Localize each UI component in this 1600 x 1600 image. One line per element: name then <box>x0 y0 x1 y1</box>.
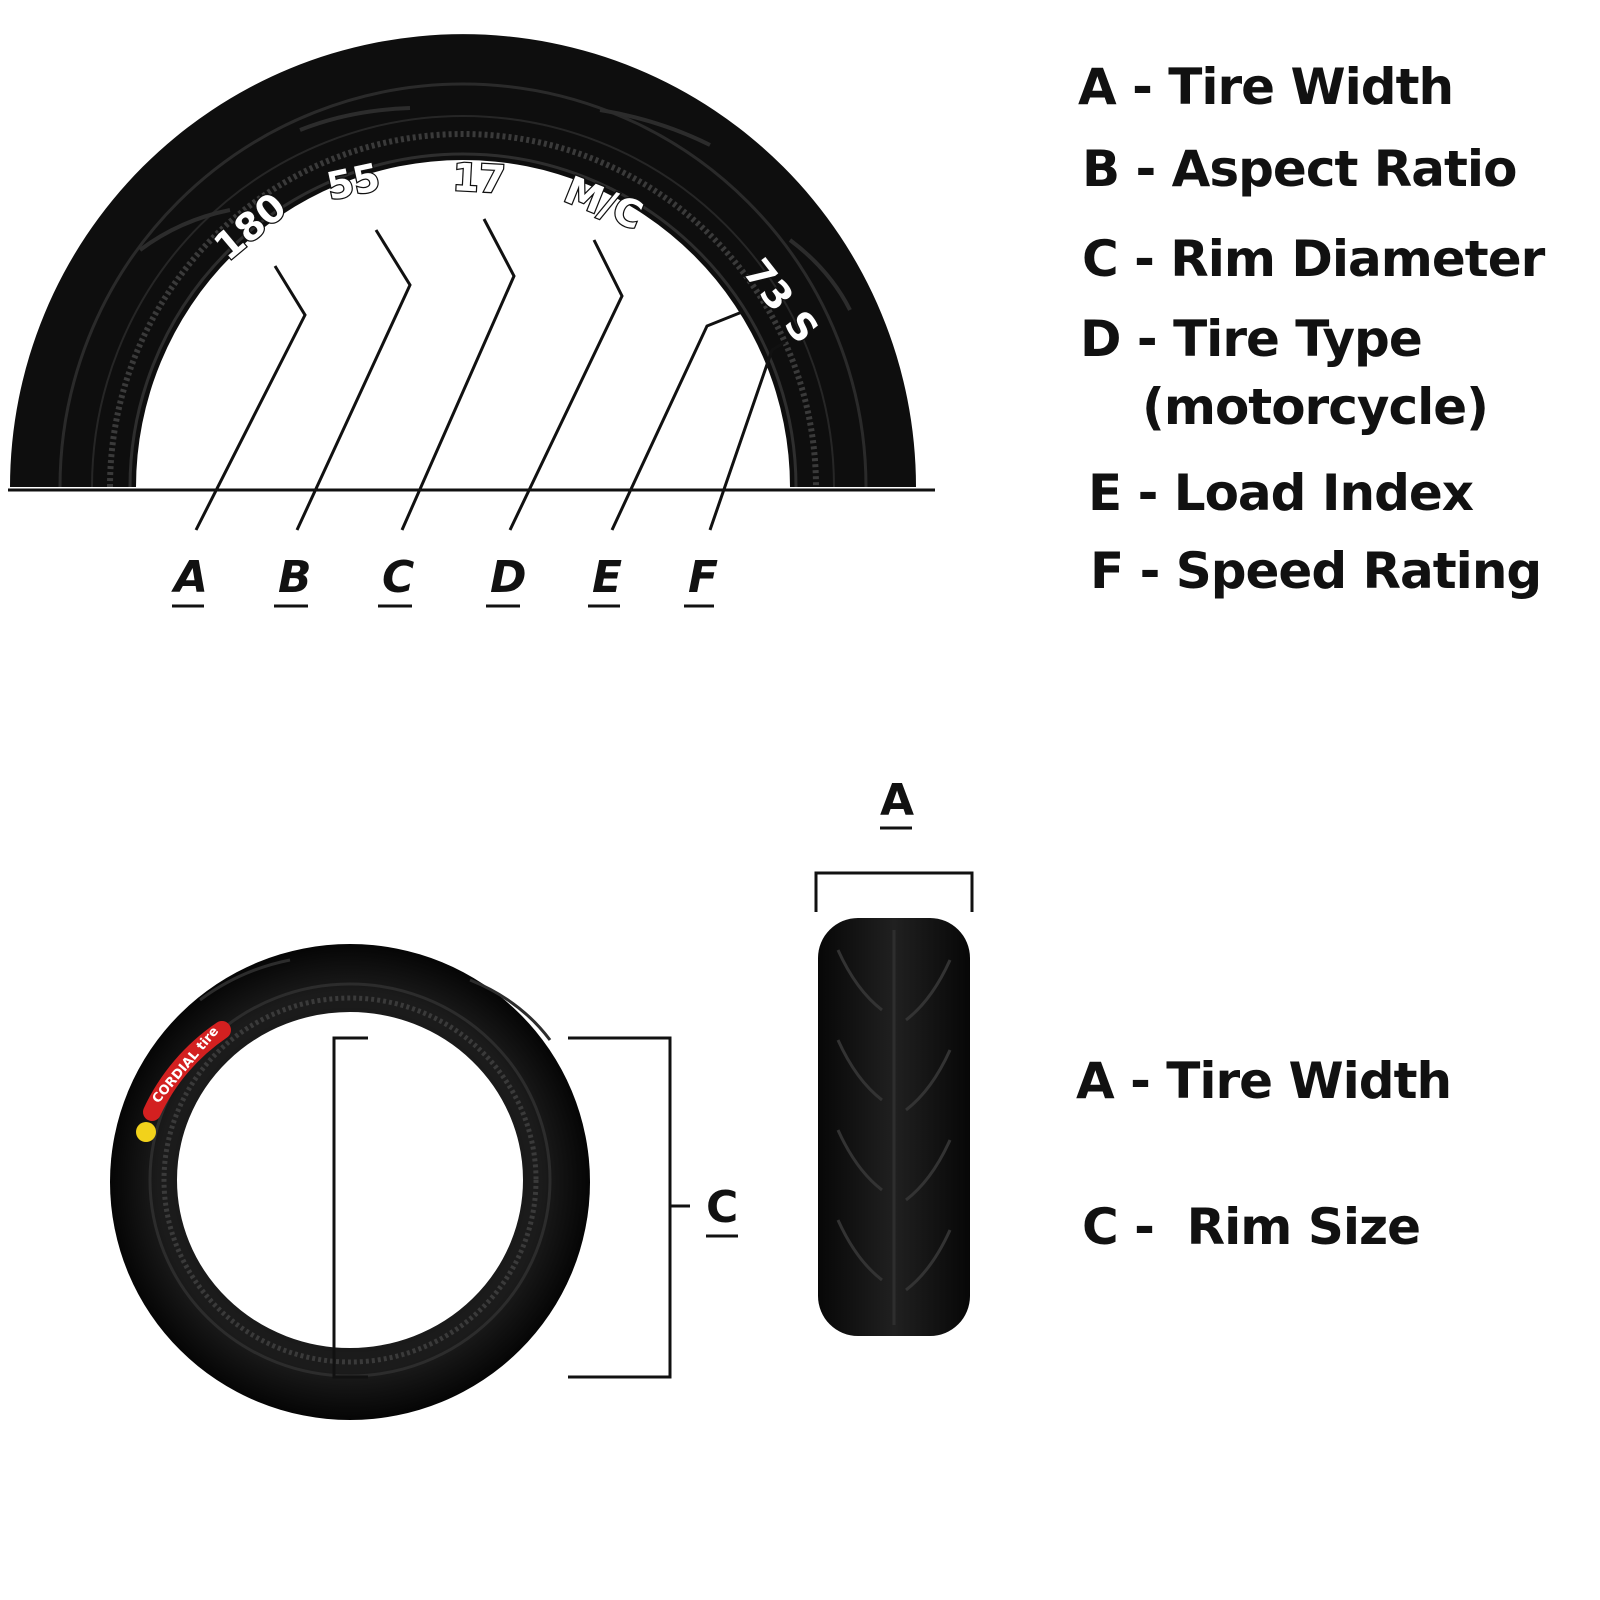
pointer-line-d <box>508 239 624 531</box>
tire-width-bracket <box>814 871 974 912</box>
pointer-letter-b: B <box>278 552 312 603</box>
pointer-line-a <box>194 265 307 531</box>
legend-aspect-ratio: B - Aspect Ratio <box>1082 140 1517 198</box>
pointer-letter-c: C <box>382 552 414 603</box>
legend-tire-type: D - Tire Type <box>1080 310 1423 368</box>
brand-logo-badge <box>136 1122 156 1142</box>
legend-speed-rating: F - Speed Rating <box>1090 542 1542 600</box>
pointer-letter-e: E <box>592 552 622 603</box>
rim-size-bracket <box>332 1036 690 1379</box>
legend-tire-width: A - Tire Width <box>1078 58 1454 116</box>
sidewall-code-rim: 17 <box>452 155 507 202</box>
legend-bottom-rim-size: C - Rim Size <box>1082 1198 1421 1256</box>
sidewall-code-aspect: 55 <box>323 155 384 209</box>
pointer-line-e <box>610 310 743 531</box>
tire-width-label: A <box>880 775 914 826</box>
pointer-line-c <box>400 218 516 531</box>
tread-view-tire <box>818 918 970 1336</box>
full-tire-image <box>110 944 590 1420</box>
pointer-letter-a: A <box>171 552 208 603</box>
rim-size-label: C <box>706 1182 738 1233</box>
pointer-line-f <box>708 340 786 531</box>
pointer-lines <box>194 218 786 531</box>
pointer-letter-d: D <box>490 552 527 603</box>
pointer-letters: A B C D E F <box>171 552 718 603</box>
pointer-line-b <box>295 229 412 531</box>
legend-tire-type-note: (motorcycle) <box>1142 378 1489 436</box>
legend-rim-diameter: C - Rim Diameter <box>1082 230 1545 288</box>
half-tire-image <box>10 34 916 488</box>
legend-load-index: E - Load Index <box>1088 464 1474 522</box>
legend-bottom-tire-width: A - Tire Width <box>1076 1052 1452 1110</box>
pointer-letter-f: F <box>688 552 718 603</box>
